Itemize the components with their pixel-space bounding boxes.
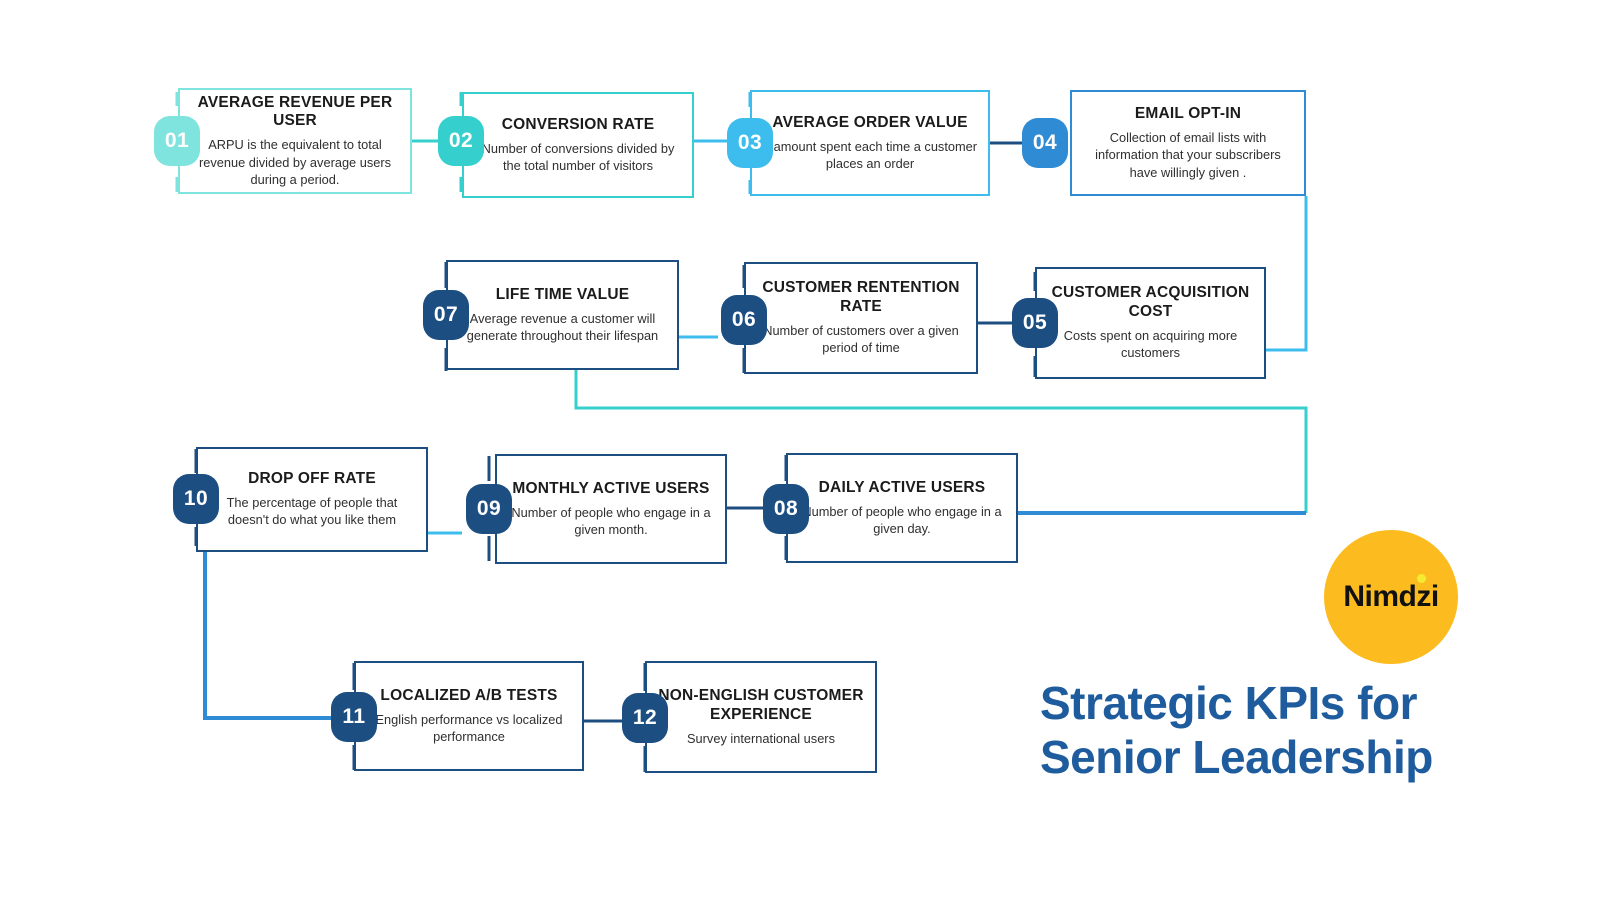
kpi-badge-11-number: 11 bbox=[342, 705, 366, 728]
kpi-card-06-desc: Number of customers over a given period … bbox=[763, 323, 959, 356]
kpi-card-11-desc: English performance vs localized perform… bbox=[375, 711, 563, 744]
kpi-card-07[interactable]: LIFE TIME VALUE Average revenue a custom… bbox=[446, 260, 679, 370]
kpi-card-01[interactable]: AVERAGE REVENUE PER USER ARPU is the equ… bbox=[178, 88, 412, 194]
kpi-card-06-title: CUSTOMER RENTENTION RATE bbox=[762, 279, 960, 316]
page-title: Strategic KPIs for Senior Leadership bbox=[1040, 676, 1560, 785]
kpi-badge-05[interactable]: 05 bbox=[1012, 298, 1058, 348]
kpi-card-07-desc: Average revenue a customer will generate… bbox=[466, 310, 659, 343]
kpi-badge-06-number: 06 bbox=[731, 308, 757, 331]
kpi-card-04-desc: Collection of email lists with informati… bbox=[1095, 129, 1281, 180]
kpi-card-11[interactable]: LOCALIZED A/B TESTS English performance … bbox=[354, 661, 584, 771]
kpi-card-10[interactable]: DROP OFF RATE The percentage of people t… bbox=[196, 447, 428, 552]
kpi-badge-10-number: 10 bbox=[183, 487, 209, 510]
kpi-card-05[interactable]: CUSTOMER ACQUISITION COST Costs spent on… bbox=[1035, 267, 1266, 379]
kpi-badge-04-number: 04 bbox=[1032, 131, 1058, 154]
kpi-card-12[interactable]: NON-ENGLISH CUSTOMER EXPERIENCE Survey i… bbox=[645, 661, 877, 773]
kpi-badge-02-number: 02 bbox=[448, 129, 474, 152]
kpi-card-10-desc: The percentage of people that doesn't do… bbox=[226, 495, 398, 528]
kpi-card-03-desc: $ amount spent each time a customer plac… bbox=[762, 138, 978, 171]
kpi-badge-01-number: 01 bbox=[164, 129, 190, 152]
kpi-badge-03-number: 03 bbox=[737, 131, 763, 154]
kpi-card-07-title: LIFE TIME VALUE bbox=[495, 285, 630, 303]
kpi-card-08[interactable]: DAILY ACTIVE USERS Number of people who … bbox=[786, 453, 1018, 563]
kpi-card-08-title: DAILY ACTIVE USERS bbox=[818, 478, 986, 496]
kpi-card-02[interactable]: CONVERSION RATE Number of conversions di… bbox=[462, 92, 694, 198]
kpi-badge-10[interactable]: 10 bbox=[173, 474, 219, 524]
kpi-badge-09[interactable]: 09 bbox=[466, 484, 512, 534]
page-title-line-1: Strategic KPIs for bbox=[1040, 677, 1418, 729]
kpi-card-09-title: MONTHLY ACTIVE USERS bbox=[512, 479, 710, 497]
kpi-card-09[interactable]: MONTHLY ACTIVE USERS Number of people wh… bbox=[495, 454, 727, 564]
kpi-card-08-desc: Number of people who engage in a given d… bbox=[802, 503, 1002, 536]
kpi-badge-02[interactable]: 02 bbox=[438, 116, 484, 166]
kpi-card-04[interactable]: EMAIL OPT-IN Collection of email lists w… bbox=[1070, 90, 1306, 196]
nimdzi-logo-dot bbox=[1417, 574, 1426, 583]
kpi-card-05-title: CUSTOMER ACQUISITION COST bbox=[1051, 284, 1250, 321]
kpi-badge-05-number: 05 bbox=[1022, 311, 1048, 334]
kpi-card-10-title: DROP OFF RATE bbox=[248, 470, 376, 488]
page-title-line-2: Senior Leadership bbox=[1040, 731, 1433, 784]
kpi-badge-08-number: 08 bbox=[773, 497, 799, 520]
kpi-badge-08[interactable]: 08 bbox=[763, 484, 809, 534]
kpi-card-06[interactable]: CUSTOMER RENTENTION RATE Number of custo… bbox=[744, 262, 978, 374]
kpi-badge-11[interactable]: 11 bbox=[331, 692, 377, 742]
kpi-badge-09-number: 09 bbox=[476, 497, 502, 520]
kpi-badge-04[interactable]: 04 bbox=[1022, 118, 1068, 168]
kpi-badge-06[interactable]: 06 bbox=[721, 295, 767, 345]
kpi-card-02-title: CONVERSION RATE bbox=[501, 115, 655, 133]
kpi-badge-03[interactable]: 03 bbox=[727, 118, 773, 168]
kpi-card-11-title: LOCALIZED A/B TESTS bbox=[380, 686, 558, 704]
kpi-card-03[interactable]: AVERAGE ORDER VALUE $ amount spent each … bbox=[750, 90, 990, 196]
kpi-card-12-title: NON-ENGLISH CUSTOMER EXPERIENCE bbox=[658, 686, 864, 723]
kpi-card-01-title: AVERAGE REVENUE PER USER bbox=[197, 93, 393, 130]
kpi-card-12-desc: Survey international users bbox=[687, 730, 835, 746]
kpi-card-03-title: AVERAGE ORDER VALUE bbox=[772, 113, 968, 131]
kpi-card-09-desc: Number of people who engage in a given m… bbox=[511, 504, 711, 537]
kpi-badge-01[interactable]: 01 bbox=[154, 116, 200, 166]
kpi-card-02-desc: Number of conversions divided by the tot… bbox=[481, 140, 675, 173]
nimdzi-logo: Nimdzi bbox=[1324, 530, 1458, 664]
kpi-badge-12-number: 12 bbox=[632, 706, 658, 729]
kpi-badge-07-number: 07 bbox=[433, 303, 459, 326]
kpi-badge-12[interactable]: 12 bbox=[622, 693, 668, 743]
kpi-card-04-title: EMAIL OPT-IN bbox=[1134, 104, 1242, 122]
kpi-badge-07[interactable]: 07 bbox=[423, 290, 469, 340]
nimdzi-logo-wordmark: Nimdzi bbox=[1343, 580, 1439, 613]
kpi-card-01-desc: ARPU is the equivalent to total revenue … bbox=[198, 137, 392, 188]
kpi-card-05-desc: Costs spent on acquiring more customers bbox=[1063, 328, 1238, 361]
